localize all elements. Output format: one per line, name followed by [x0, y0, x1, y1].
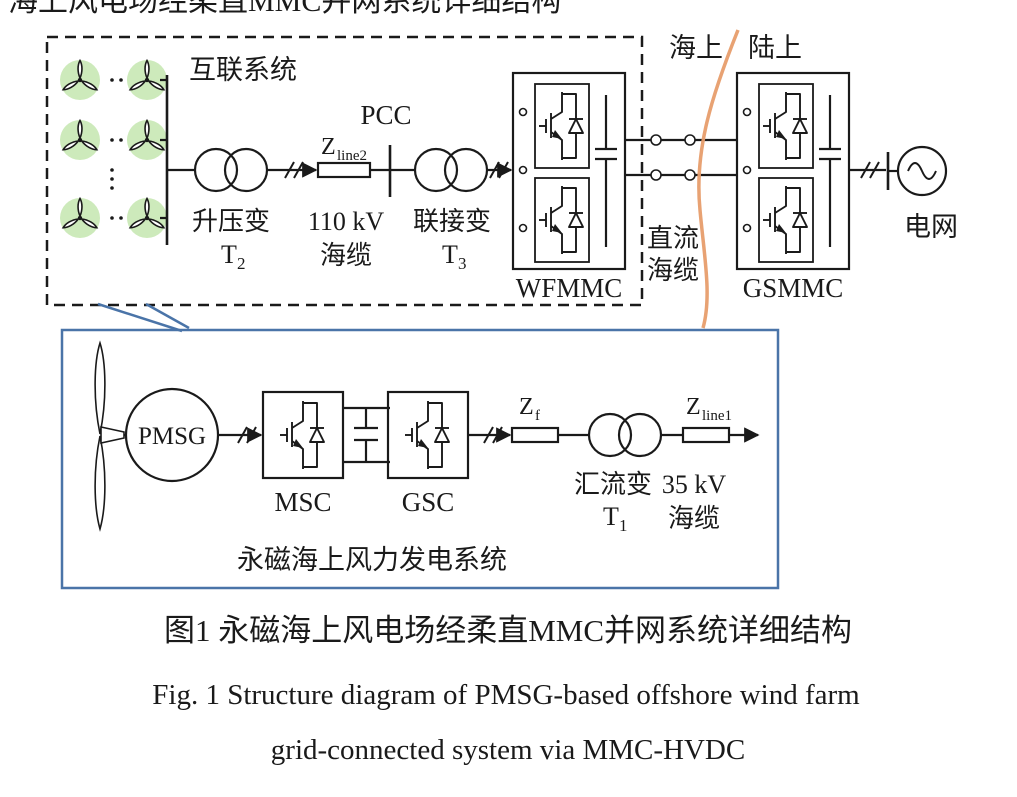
line-break-icon	[284, 161, 304, 179]
pmsg-detail-box	[60, 328, 780, 590]
label-step-up-transformer: 升压变	[192, 207, 270, 236]
label-zline1-base: Z	[686, 394, 701, 420]
label-t3-sub: 3	[458, 254, 467, 273]
label-grid: 电网	[904, 212, 958, 242]
label-t2-sub: 2	[237, 254, 246, 273]
label-dc-cable-line2: 海缆	[647, 256, 699, 285]
figure-caption: 图1 永磁海上风电场经柔直MMC并网系统详细结构 Fig. 1 Structur…	[152, 613, 860, 766]
line-break-icon	[237, 426, 257, 444]
transformer-t2	[193, 147, 269, 193]
label-link-transformer: 联接变	[413, 207, 491, 236]
wind-farm-dashed-box	[45, 35, 644, 307]
label-t1-base: T	[603, 502, 619, 531]
transformer-t3	[413, 147, 489, 193]
label-zline1-sub: line1	[702, 408, 732, 424]
label-collector-transformer: 汇流变	[574, 470, 652, 499]
impedance-zline1	[681, 426, 731, 444]
label-pmsg-system: 永磁海上风力发电系统	[237, 545, 507, 575]
label-gsc: GSC	[402, 487, 455, 517]
dc-link-capacitor	[343, 406, 390, 464]
label-offshore: 海上	[669, 33, 723, 63]
label-t2-base: T	[221, 240, 237, 269]
zoom-callout-lines	[97, 302, 190, 333]
label-zline2-sub: line2	[337, 148, 367, 164]
turbine-blade-icon	[94, 340, 126, 532]
label-wfmmc: WFMMC	[516, 273, 623, 303]
lower-diagram: PMSG MSC GSC Z f 汇	[60, 328, 780, 590]
label-dc-cable-line1: 直流	[647, 224, 699, 253]
label-110kv-cable: 海缆	[320, 241, 372, 270]
msc-converter	[261, 390, 345, 480]
line-break-icon	[483, 426, 503, 444]
coastline-divider	[697, 29, 740, 329]
label-interconnected-system: 互联系统	[189, 55, 297, 85]
label-zf-base: Z	[519, 394, 534, 420]
transformer-t1	[587, 412, 663, 458]
gsc-converter	[386, 390, 470, 480]
impedance-zline2	[316, 161, 372, 179]
label-t1-sub: 1	[619, 516, 628, 535]
line-break-icon	[860, 161, 880, 179]
label-onshore: 陆上	[748, 33, 802, 63]
caption-en-line1: Fig. 1 Structure diagram of PMSG-based o…	[152, 679, 860, 711]
grid-source-icon	[896, 145, 948, 197]
label-gsmmc: GSMMC	[743, 273, 844, 303]
label-35kv-cable: 海缆	[668, 504, 720, 533]
gsmmc-converter	[735, 71, 851, 271]
ellipsis-dots	[110, 78, 123, 220]
line-break-icon	[489, 161, 509, 179]
caption-zh: 图1 永磁海上风电场经柔直MMC并网系统详细结构	[164, 613, 852, 648]
label-msc: MSC	[274, 487, 331, 517]
wfmmc-converter	[511, 71, 627, 271]
cropped-body-text: 海上风电场经柔直MMC并网系统详细结构	[8, 0, 561, 18]
label-t3-base: T	[442, 240, 458, 269]
label-zline2-base: Z	[321, 134, 336, 160]
caption-en-line2: grid-connected system via MMC-HVDC	[271, 734, 745, 766]
wind-turbine-array	[60, 60, 169, 245]
upper-diagram: 互联系统 升压变 T 2 Z line2 110 kV 海缆 PCC 联接变 T…	[45, 29, 958, 329]
impedance-zf	[510, 426, 560, 444]
label-pcc: PCC	[360, 100, 411, 130]
label-zf-sub: f	[535, 408, 540, 424]
label-110kv: 110 kV	[308, 207, 385, 236]
label-pmsg: PMSG	[138, 423, 206, 450]
label-35kv: 35 kV	[662, 470, 727, 499]
dc-cable	[625, 134, 737, 181]
